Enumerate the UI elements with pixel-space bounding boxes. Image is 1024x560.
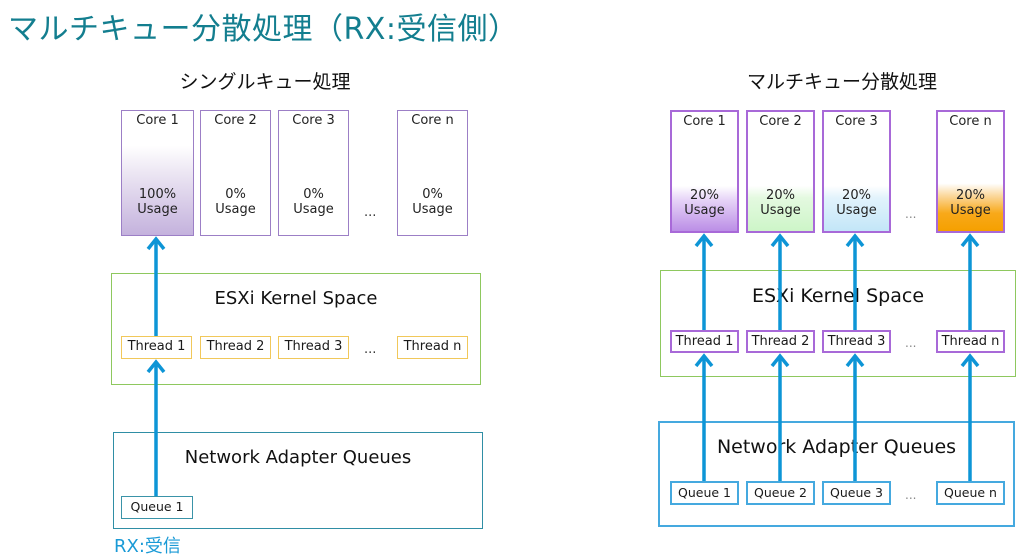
core-name: Core n: [949, 114, 992, 129]
rx-receive-label: RX:受信: [114, 536, 181, 557]
multi-adapter-queues-label: Network Adapter Queues: [716, 436, 957, 458]
page-title: マルチキュー分散処理（RX:受信側）: [8, 12, 519, 47]
core-usage-percent: 20%: [766, 188, 795, 203]
core-usage-label: Usage: [137, 202, 178, 217]
core-usage-percent: 20%: [956, 188, 985, 203]
single-kernel-space-box: [111, 273, 481, 385]
multi-core-2: Core 2 20%Usage: [746, 110, 815, 233]
core-usage-percent: 0%: [422, 187, 443, 202]
single-adapter-queues-box: [113, 432, 483, 529]
core-usage-label: Usage: [836, 203, 877, 218]
single-thread-1: Thread 1: [121, 336, 192, 359]
core-name: Core 2: [759, 114, 802, 129]
multi-thread-2: Thread 2: [746, 330, 815, 353]
multi-adapter-queues-box: [658, 421, 1015, 527]
single-adapter-queues-label: Network Adapter Queues: [184, 447, 412, 468]
single-core-1: Core 1 100%Usage: [121, 110, 194, 236]
single-queue-1: Queue 1: [121, 496, 193, 519]
core-name: Core n: [411, 113, 454, 128]
single-thread-2: Thread 2: [200, 336, 271, 359]
thread-ellipsis: ...: [905, 336, 917, 350]
multi-queue-2: Queue 2: [746, 481, 815, 505]
core-name: Core 2: [214, 113, 257, 128]
core-usage-label: Usage: [412, 202, 453, 217]
core-name: Core 3: [835, 114, 878, 129]
single-thread-3: Thread 3: [278, 336, 349, 359]
multi-core-n: Core n 20%Usage: [936, 110, 1005, 233]
core-usage-percent: 100%: [138, 187, 177, 202]
multi-kernel-space-label: ESXi Kernel Space: [751, 285, 925, 307]
core-usage-label: Usage: [760, 203, 801, 218]
core-usage-label: Usage: [293, 202, 334, 217]
single-kernel-space-label: ESXi Kernel Space: [214, 288, 378, 309]
thread-ellipsis: ...: [364, 342, 377, 357]
core-usage-percent: 20%: [690, 188, 719, 203]
multi-queue-n: Queue n: [936, 481, 1005, 505]
queue-ellipsis: ...: [905, 488, 917, 502]
multi-thread-n: Thread n: [936, 330, 1005, 353]
core-usage-label: Usage: [684, 203, 725, 218]
single-queue-subtitle: シングルキュー処理: [179, 71, 351, 93]
single-core-2: Core 2 0%Usage: [200, 110, 271, 236]
core-ellipsis: ...: [905, 207, 917, 221]
multi-thread-1: Thread 1: [670, 330, 739, 353]
core-usage-label: Usage: [950, 203, 991, 218]
single-core-3: Core 3 0%Usage: [278, 110, 349, 236]
multi-core-1: Core 1 20%Usage: [670, 110, 739, 233]
multi-thread-3: Thread 3: [822, 330, 891, 353]
core-usage-label: Usage: [215, 202, 256, 217]
core-usage-percent: 0%: [225, 187, 246, 202]
multi-queue-subtitle: マルチキュー分散処理: [746, 71, 937, 93]
core-name: Core 3: [292, 113, 335, 128]
multi-kernel-space-box: [660, 270, 1016, 377]
multi-core-3: Core 3 20%Usage: [822, 110, 891, 233]
core-usage-percent: 0%: [303, 187, 324, 202]
core-name: Core 1: [136, 113, 179, 128]
multi-queue-3: Queue 3: [822, 481, 891, 505]
multi-queue-1: Queue 1: [670, 481, 739, 505]
single-thread-n: Thread n: [397, 336, 468, 359]
core-usage-percent: 20%: [842, 188, 871, 203]
single-core-n: Core n 0%Usage: [397, 110, 468, 236]
core-ellipsis: ...: [364, 205, 377, 220]
core-name: Core 1: [683, 114, 726, 129]
